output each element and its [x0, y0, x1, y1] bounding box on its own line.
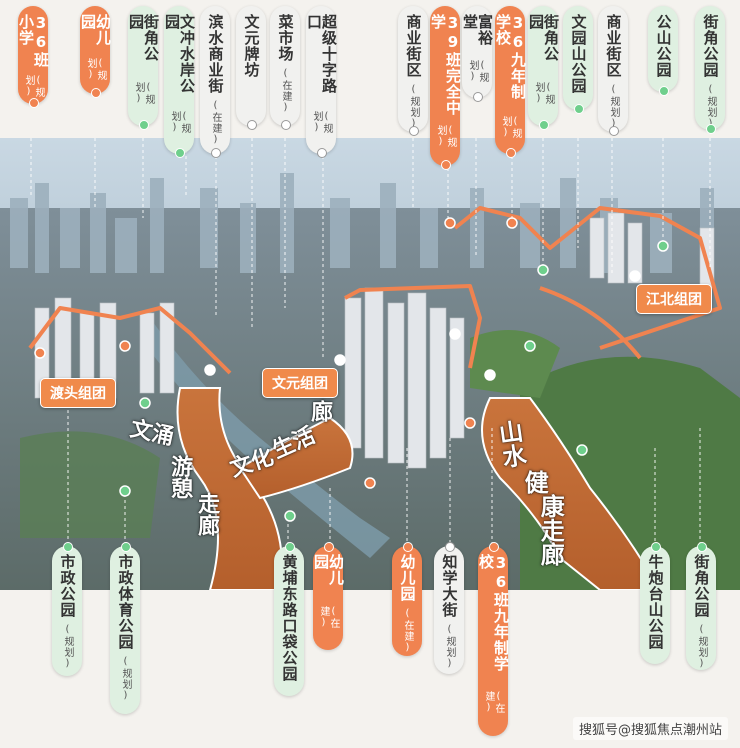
- label-wenyuan-hill-park: 文园山公园: [563, 6, 593, 114]
- label-marker-dot: [247, 120, 257, 130]
- corridor-text-youqi: 游憩: [167, 455, 194, 499]
- poi-markers: [34, 217, 669, 522]
- label-marker-dot: [175, 148, 185, 158]
- label-super-crossroads: 超级十字路口 (规划): [305, 6, 338, 158]
- label-kindergarten-top: 幼儿园 (规划): [79, 6, 112, 98]
- label-marker-dot: [281, 120, 291, 130]
- label-marker-dot: [285, 542, 295, 552]
- label-gongshan-park: 公山公园: [648, 6, 678, 96]
- corridor-text-zoulang: 走廊: [194, 492, 221, 536]
- label-36-class-nine-year-school-bottom: 36班九年制学校 (在建): [477, 542, 510, 736]
- label-vegetable-market: 菜市场 (在建): [270, 6, 300, 130]
- label-marker-dot: [29, 98, 39, 108]
- group-boundaries: [28, 206, 722, 375]
- label-36-class-primary-school: 36班小学 (规划): [17, 6, 50, 108]
- label-wenchong-waterfront-park: 文冲水岸公园 (规划): [163, 6, 196, 158]
- label-commercial-block-1: 商业街区 (规划): [398, 6, 428, 136]
- watermark: 搜狐号@搜狐焦点潮州站: [572, 717, 728, 740]
- label-niupaotai-hill-park: 牛炮台山公园: [640, 542, 670, 664]
- label-marker-dot: [403, 542, 413, 552]
- label-marker-dot: [506, 148, 516, 158]
- label-municipal-sports-park: 市政体育公园 (规划): [110, 542, 140, 714]
- label-marker-dot: [659, 86, 669, 96]
- group-label-jiangbei: 江北组团: [636, 284, 712, 314]
- label-marker-dot: [211, 148, 221, 158]
- label-marker-dot: [409, 126, 419, 136]
- label-marker-dot: [121, 542, 131, 552]
- label-marker-dot: [324, 542, 334, 552]
- label-corner-park-3: 街角公园 (规划): [695, 6, 725, 134]
- corridor-text-shanshui: 山水: [492, 418, 529, 470]
- label-municipal-park: 市政公园 (规划): [52, 542, 82, 676]
- label-marker-dot: [651, 542, 661, 552]
- label-marker-dot: [445, 542, 455, 552]
- label-marker-dot: [489, 542, 499, 552]
- label-commercial-block-2: 商业街区 (规划): [598, 6, 628, 136]
- label-marker-dot: [697, 542, 707, 552]
- label-corner-park-bottom: 街角公园 (规划): [686, 542, 716, 670]
- label-marker-dot: [609, 126, 619, 136]
- corridor-text-kang-zoulang: 康走廊: [536, 494, 566, 566]
- hill-center: [470, 330, 560, 398]
- group-label-wenyuan: 文元组团: [262, 368, 338, 398]
- label-marker-dot: [574, 104, 584, 114]
- park-left: [20, 431, 160, 538]
- label-wenyuan-archway: 文元牌坊: [236, 6, 266, 130]
- label-36-nine-year-school-top: 36九年制学校 (规划): [494, 6, 527, 158]
- central-towers: [34, 212, 715, 469]
- skyline-buildings: [10, 173, 714, 273]
- label-marker-dot: [139, 120, 149, 130]
- label-kindergarten-bottom-2: 幼儿园 (在建): [392, 542, 422, 656]
- label-waterfront-commercial-street: 滨水商业街 (在建): [200, 6, 230, 158]
- label-marker-dot: [63, 542, 73, 552]
- aerial-city-view: [0, 138, 740, 590]
- label-marker-dot: [706, 124, 716, 134]
- river: [140, 318, 390, 558]
- label-marker-dot: [539, 120, 549, 130]
- label-kindergarten-bottom-1: 幼儿园 (在建): [312, 542, 345, 650]
- label-marker-dot: [473, 92, 483, 102]
- label-corner-park-2: 街角公园 (规划): [527, 6, 560, 130]
- label-39-class-secondary-school: 39班完全中学 (规划): [429, 6, 462, 170]
- corridor-culture: [238, 416, 354, 500]
- label-corner-park-1: 街角公园 (规划): [127, 6, 160, 130]
- label-zhixue-avenue: 知学大街 (规划): [434, 542, 464, 674]
- label-marker-dot: [317, 148, 327, 158]
- label-huangpu-east-pocket-park: 黄埔东路口袋公园: [274, 542, 304, 696]
- group-label-dutou: 渡头组团: [40, 378, 116, 408]
- label-marker-dot: [441, 160, 451, 170]
- corridor-text-jian: 健: [520, 470, 550, 494]
- label-fuyu-hall: 富裕堂 (规划): [461, 6, 494, 102]
- corridor-text-lang: 廊: [307, 400, 334, 422]
- label-marker-dot: [91, 88, 101, 98]
